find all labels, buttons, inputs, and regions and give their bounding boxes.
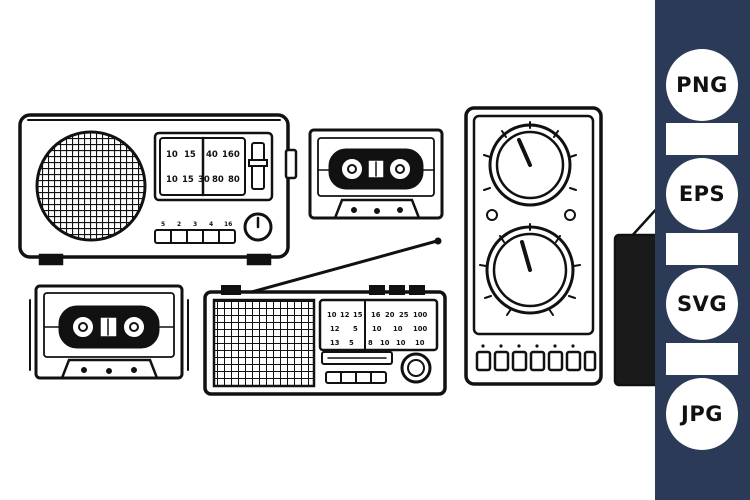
preset-number: 2: [177, 221, 181, 228]
dial-label: 12: [330, 325, 340, 333]
dial-label: 20: [385, 311, 395, 319]
dial-label: 12: [340, 311, 350, 319]
dial-label: 10: [372, 325, 382, 333]
dial-label: 80: [212, 175, 224, 185]
portable-radio: [203, 237, 447, 396]
divider-bar: [666, 233, 738, 265]
cassette-tape-top: [308, 128, 444, 220]
portable-radio-dial-labels: 10 12 15 16 20 25 100 12 5 10 10 100 13 …: [327, 311, 427, 347]
dial-label: 15: [353, 311, 363, 319]
partial-radio-edge: [613, 203, 662, 387]
dial-label: 10: [380, 339, 390, 347]
dial-label: 15: [182, 175, 194, 185]
dial-label: 40: [206, 150, 218, 160]
dial-label: 80: [228, 175, 240, 185]
dial-label: 160: [222, 150, 240, 160]
large-table-radio: [18, 113, 298, 266]
format-badge-png: PNG: [666, 49, 738, 121]
preset-number: 4: [209, 221, 213, 228]
dial-label: 10: [393, 325, 403, 333]
preset-number: 5: [161, 221, 165, 228]
dial-label: 100: [413, 311, 427, 319]
large-radio-dial-labels: 10 15 40 160 10 15 30 80 80: [166, 150, 240, 185]
dial-label: 10: [327, 311, 337, 319]
tall-radio: [464, 106, 603, 386]
preset-number: 16: [224, 221, 232, 228]
dial-label: 13: [330, 339, 340, 347]
dial-label: 5: [349, 339, 354, 347]
dial-label: 15: [184, 150, 196, 160]
preset-number: 3: [193, 221, 197, 228]
dial-label: 10: [166, 175, 178, 185]
dial-label: 16: [371, 311, 381, 319]
divider-bar: [666, 123, 738, 155]
cassette-tape-bottom: [29, 284, 189, 380]
dial-label: 10: [415, 339, 425, 347]
dial-label: 25: [399, 311, 409, 319]
dial-label: 10: [396, 339, 406, 347]
dial-label: 100: [413, 325, 427, 333]
dial-label: 30: [198, 175, 210, 185]
format-badge-svg: SVG: [666, 268, 738, 340]
dial-label: 5: [353, 325, 358, 333]
divider-bar: [666, 343, 738, 375]
format-badge-eps: EPS: [666, 158, 738, 230]
dial-label: 8: [368, 339, 373, 347]
format-badge-jpg: JPG: [666, 378, 738, 450]
dial-label: 10: [166, 150, 178, 160]
large-radio-preset-numbers: 5 2 3 4 16: [161, 221, 232, 228]
